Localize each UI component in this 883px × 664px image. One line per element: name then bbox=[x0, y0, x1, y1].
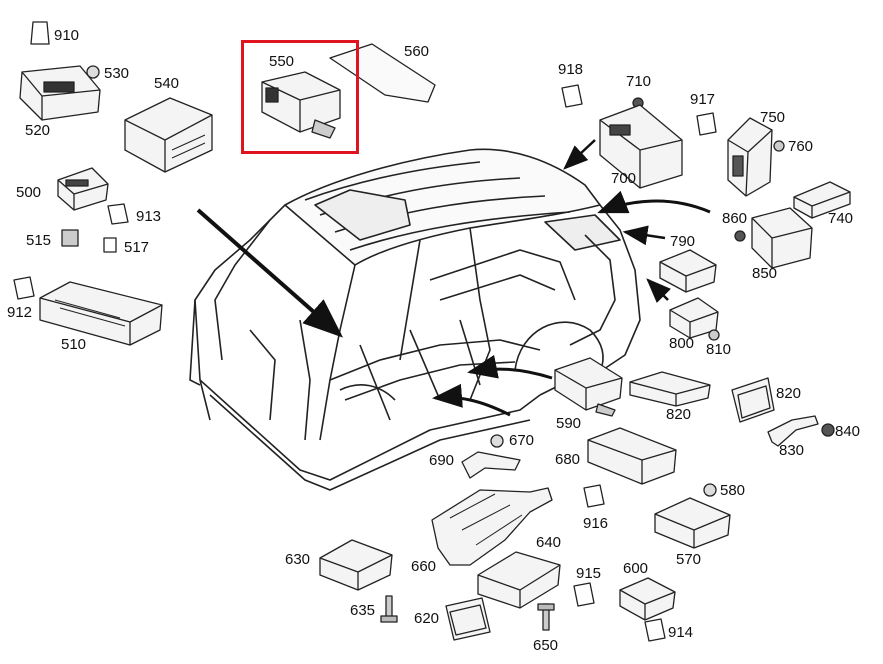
relay-515 bbox=[61, 229, 79, 247]
grommet-840 bbox=[821, 423, 835, 437]
part-label-600: 600 bbox=[623, 560, 649, 577]
part-label-910: 910 bbox=[54, 27, 80, 44]
module-850 bbox=[751, 207, 813, 269]
connector-914 bbox=[644, 618, 666, 642]
bracket-830 bbox=[767, 415, 819, 447]
part-label-700: 700 bbox=[611, 170, 637, 187]
part-label-918: 918 bbox=[558, 61, 584, 78]
connector-916 bbox=[583, 484, 605, 508]
bolt-650 bbox=[537, 603, 555, 631]
part-label-580: 580 bbox=[720, 482, 746, 499]
cover-790 bbox=[659, 249, 717, 293]
relay-block-750 bbox=[727, 117, 773, 197]
module-600 bbox=[619, 577, 676, 621]
connector-915 bbox=[573, 582, 595, 607]
cover-540 bbox=[124, 97, 213, 173]
module-630 bbox=[319, 539, 393, 591]
part-label-540: 540 bbox=[154, 75, 180, 92]
part-label-916: 916 bbox=[583, 515, 609, 532]
connector-910 bbox=[30, 21, 50, 45]
part-label-515: 515 bbox=[26, 232, 52, 249]
connector-912 bbox=[13, 276, 35, 300]
part-label-820-lower: 820 bbox=[666, 406, 692, 423]
highlight-box bbox=[241, 40, 359, 154]
module-820a bbox=[629, 371, 711, 407]
vehicle-body-shell bbox=[189, 148, 641, 491]
connector-918 bbox=[561, 84, 583, 108]
part-label-635: 635 bbox=[350, 602, 376, 619]
part-label-517: 517 bbox=[124, 239, 150, 256]
module-520 bbox=[19, 65, 101, 121]
nut-810 bbox=[708, 329, 720, 341]
part-label-850: 850 bbox=[752, 265, 778, 282]
module-740 bbox=[793, 181, 851, 219]
part-label-670: 670 bbox=[509, 432, 535, 449]
part-label-915: 915 bbox=[576, 565, 602, 582]
nut-530 bbox=[86, 65, 100, 79]
part-label-660: 660 bbox=[411, 558, 437, 575]
bolt-635 bbox=[380, 595, 398, 623]
part-label-750: 750 bbox=[760, 109, 786, 126]
part-label-620: 620 bbox=[414, 610, 440, 627]
part-label-690: 690 bbox=[429, 452, 455, 469]
part-label-520: 520 bbox=[25, 122, 51, 139]
part-label-710: 710 bbox=[626, 73, 652, 90]
module-620 bbox=[445, 597, 491, 641]
nut-580 bbox=[703, 483, 717, 497]
fuse-517 bbox=[103, 237, 117, 253]
part-label-510: 510 bbox=[61, 336, 87, 353]
part-label-840: 840 bbox=[835, 423, 861, 440]
fuse-box-510 bbox=[39, 281, 163, 346]
nut-860 bbox=[734, 230, 746, 242]
fuse-carrier-660 bbox=[431, 487, 553, 566]
nut-760 bbox=[773, 140, 785, 152]
part-label-640: 640 bbox=[536, 534, 562, 551]
part-label-680: 680 bbox=[555, 451, 581, 468]
part-label-914: 914 bbox=[668, 624, 694, 641]
part-label-500: 500 bbox=[16, 184, 42, 201]
components bbox=[13, 21, 851, 642]
part-label-740: 740 bbox=[828, 210, 854, 227]
part-label-530: 530 bbox=[104, 65, 130, 82]
part-label-917: 917 bbox=[690, 91, 716, 108]
part-label-912: 912 bbox=[7, 304, 33, 321]
part-label-860: 860 bbox=[722, 210, 748, 227]
part-label-800: 800 bbox=[669, 335, 695, 352]
part-label-560: 560 bbox=[404, 43, 430, 60]
part-label-790: 790 bbox=[670, 233, 696, 250]
part-label-820-upper: 820 bbox=[776, 385, 802, 402]
part-label-810: 810 bbox=[706, 341, 732, 358]
part-label-830: 830 bbox=[779, 442, 805, 459]
module-570 bbox=[654, 497, 731, 549]
part-label-570: 570 bbox=[676, 551, 702, 568]
part-label-550: 550 bbox=[269, 53, 295, 70]
module-500 bbox=[57, 167, 109, 211]
relay-800 bbox=[669, 297, 719, 339]
module-590 bbox=[554, 357, 623, 417]
part-label-590: 590 bbox=[556, 415, 582, 432]
connector-917 bbox=[696, 112, 717, 136]
part-label-630: 630 bbox=[285, 551, 311, 568]
part-label-760: 760 bbox=[788, 138, 814, 155]
connector-913 bbox=[107, 203, 129, 225]
module-550 bbox=[261, 71, 341, 139]
location-arrows bbox=[196, 139, 711, 417]
bracket-690 bbox=[461, 451, 521, 479]
module-640 bbox=[477, 551, 561, 609]
module-680 bbox=[587, 427, 677, 485]
panel-820b bbox=[731, 377, 775, 423]
nut-670 bbox=[490, 434, 504, 448]
part-label-650: 650 bbox=[533, 637, 559, 654]
module-700 bbox=[599, 104, 683, 189]
part-label-913: 913 bbox=[136, 208, 162, 225]
